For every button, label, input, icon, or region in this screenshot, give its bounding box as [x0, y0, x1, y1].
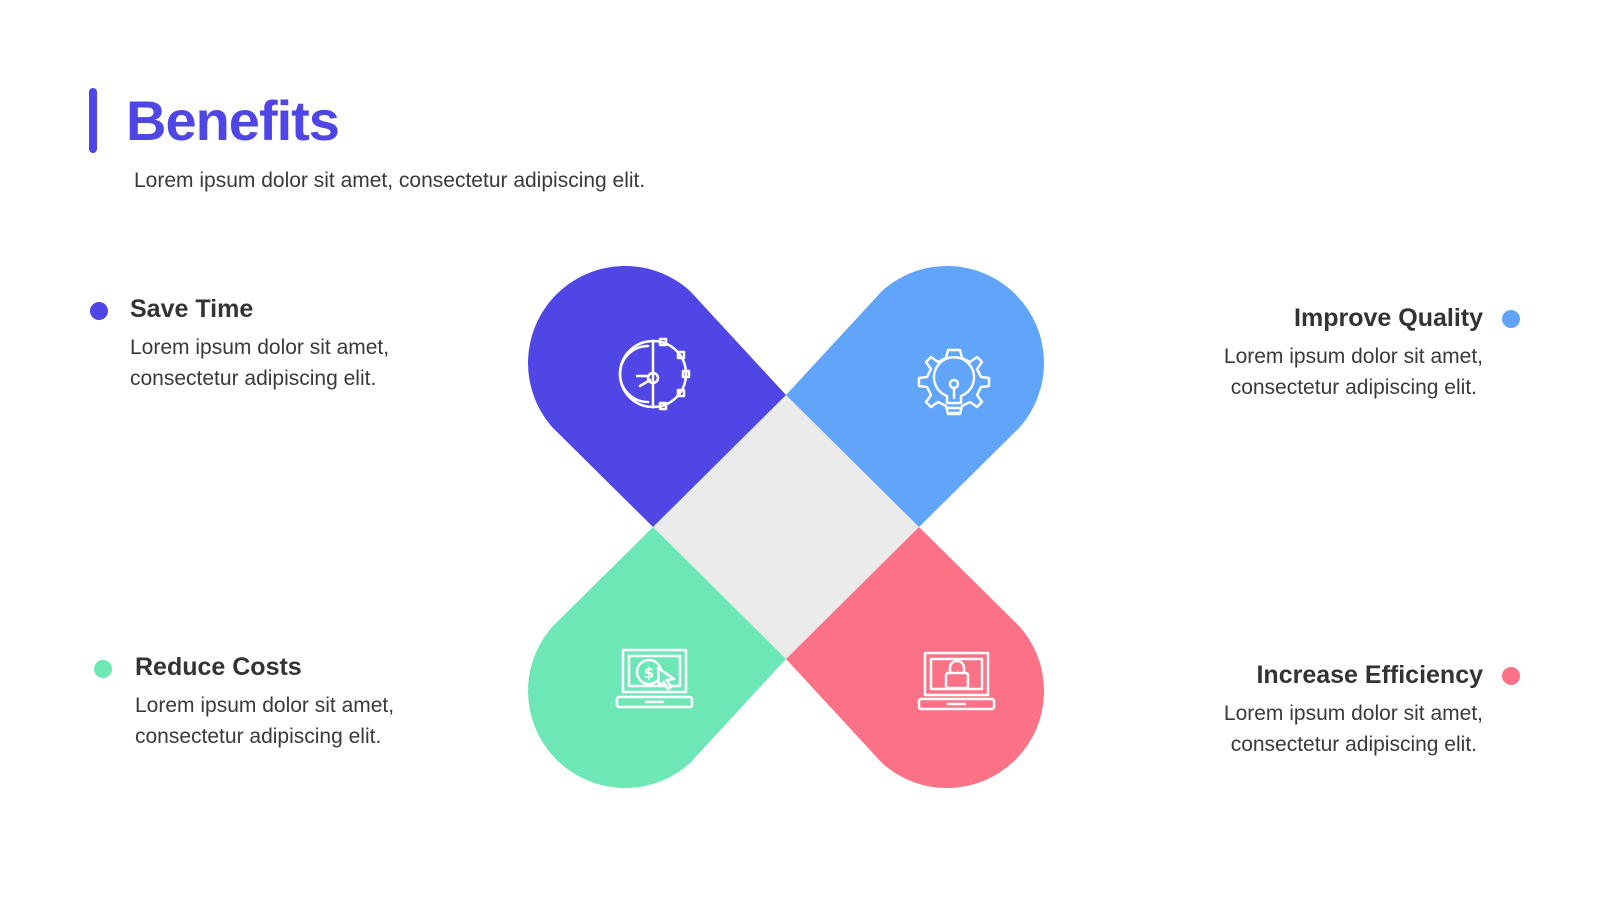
- svg-text:$: $: [644, 664, 654, 682]
- clock-gear-icon: [618, 337, 691, 411]
- lightbulb-gear-icon: [917, 348, 991, 416]
- laptop-lock-icon: [917, 651, 996, 711]
- title-accent-bar: [89, 88, 97, 153]
- improve-quality-petal: [786, 265, 1045, 527]
- reduce-costs-line-1: Lorem ipsum dolor sit amet,: [135, 694, 395, 717]
- improve-quality-dot: [1502, 310, 1520, 328]
- reduce-costs-line-2: consectetur adipiscing elit.: [135, 725, 382, 748]
- save-time-line-1: Lorem ipsum dolor sit amet,: [130, 336, 390, 359]
- page-subtitle: Lorem ipsum dolor sit amet, consectetur …: [134, 169, 646, 192]
- reduce-costs-title: Reduce Costs: [135, 653, 302, 681]
- increase-efficiency-item: Increase Efficiency Lorem ipsum dolor si…: [1143, 660, 1483, 760]
- page-title: Benefits: [126, 89, 340, 152]
- increase-efficiency-title: Increase Efficiency: [1256, 661, 1483, 689]
- save-time-description: Lorem ipsum dolor sit amet, consectetur …: [130, 332, 470, 394]
- reduce-costs-dot: [94, 660, 112, 678]
- laptop-dollar-icon: $: [615, 648, 694, 709]
- improve-quality-description: Lorem ipsum dolor sit amet, consectetur …: [1143, 341, 1483, 403]
- improve-quality-line-2: consectetur adipiscing elit.: [1230, 376, 1477, 399]
- increase-efficiency-line-1: Lorem ipsum dolor sit amet,: [1223, 702, 1483, 725]
- improve-quality-line-1: Lorem ipsum dolor sit amet,: [1223, 345, 1483, 368]
- increase-efficiency-dot: [1502, 667, 1520, 685]
- save-time-dot: [90, 302, 108, 320]
- reduce-costs-petal: [527, 527, 786, 788]
- save-time-title: Save Time: [130, 295, 254, 323]
- increase-efficiency-petal: [786, 527, 1045, 789]
- improve-quality-title: Improve Quality: [1294, 304, 1483, 332]
- improve-quality-item: Improve Quality Lorem ipsum dolor sit am…: [1143, 303, 1483, 403]
- increase-efficiency-line-2: consectetur adipiscing elit.: [1230, 733, 1477, 756]
- save-time-item: Save Time Lorem ipsum dolor sit amet, co…: [130, 294, 470, 394]
- reduce-costs-description: Lorem ipsum dolor sit amet, consectetur …: [135, 690, 475, 752]
- increase-efficiency-description: Lorem ipsum dolor sit amet, consectetur …: [1143, 698, 1483, 760]
- save-time-line-2: consectetur adipiscing elit.: [130, 367, 377, 390]
- reduce-costs-item: Reduce Costs Lorem ipsum dolor sit amet,…: [135, 652, 475, 752]
- save-time-petal: [527, 265, 786, 527]
